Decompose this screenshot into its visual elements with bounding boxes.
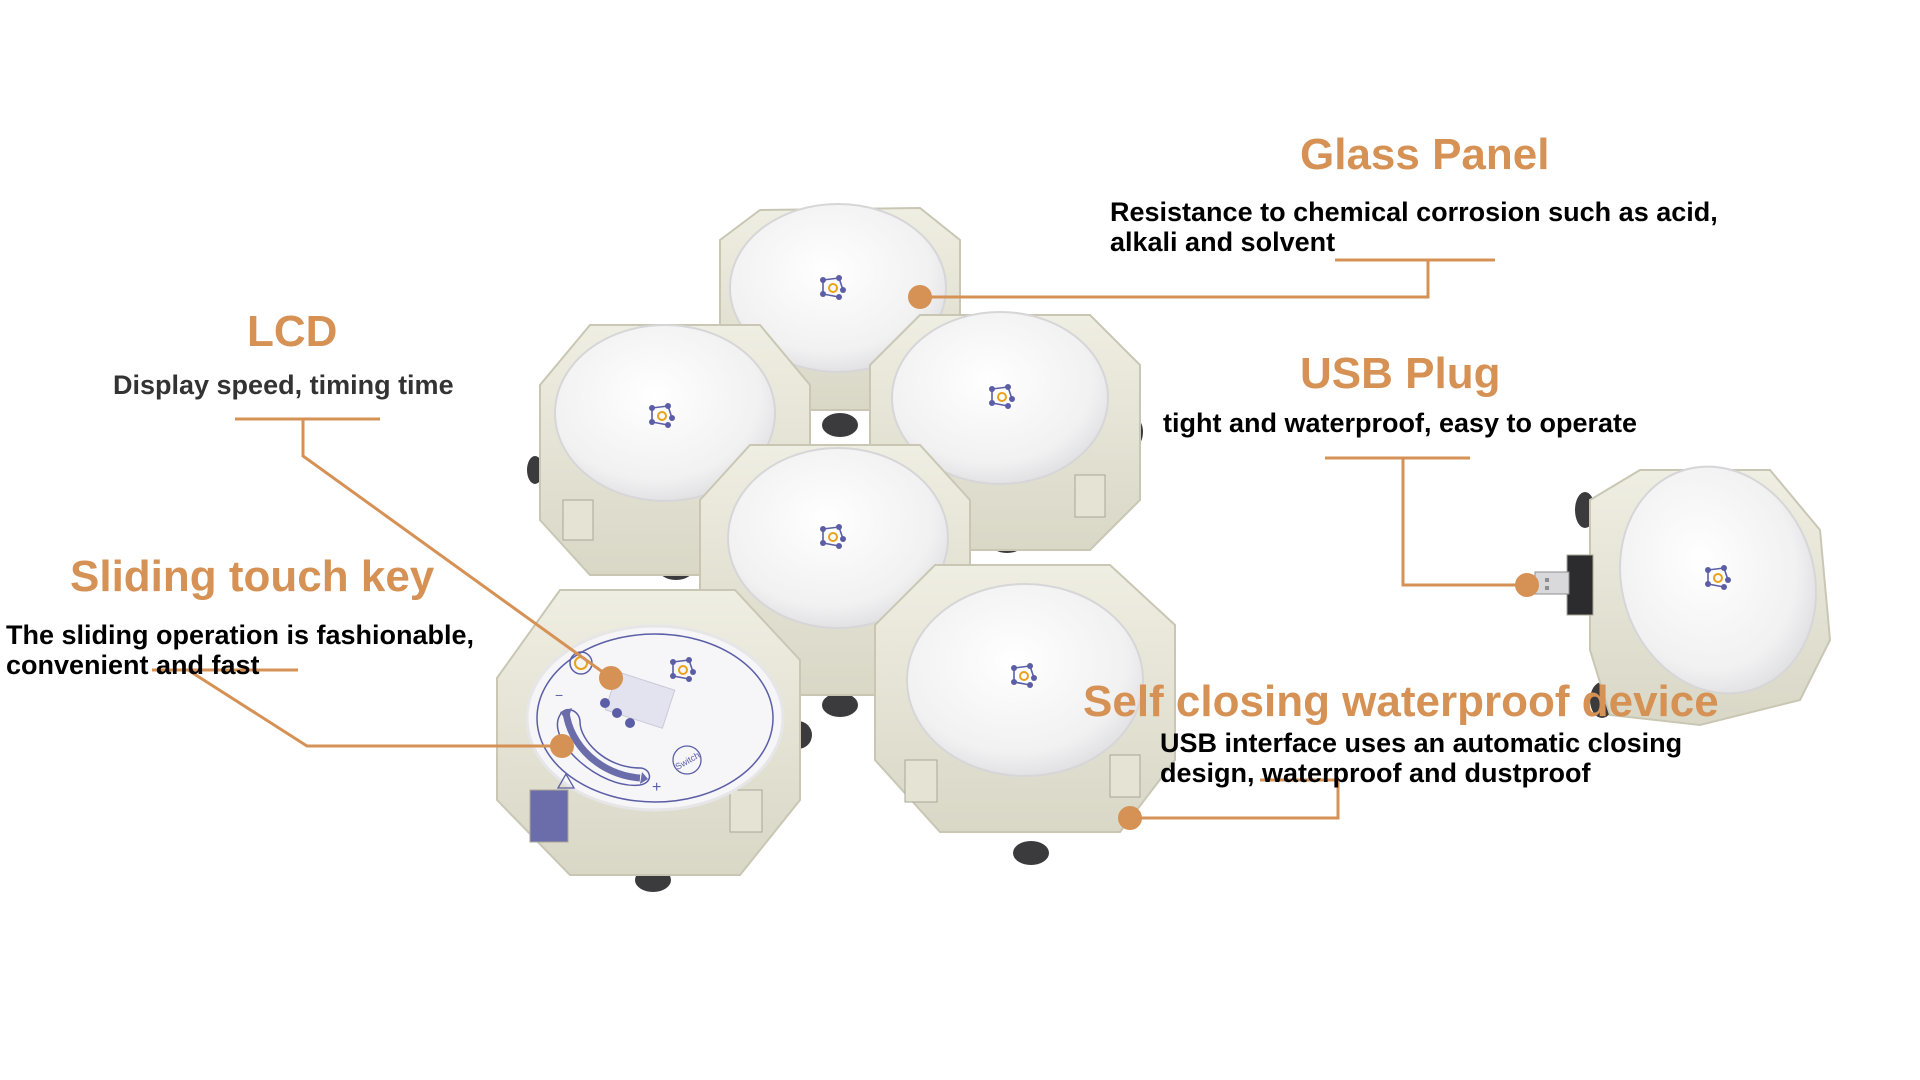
callout-title: LCD [247,307,338,356]
plus-label: + [652,779,661,796]
leader-usb [1401,458,1527,587]
leader-self-closing [1130,780,1340,820]
switch-button[interactable] [672,745,702,775]
control-panel-module: − + Switch [496,589,801,876]
leader-glass-panel [920,260,1430,299]
callout-dots [550,285,1539,830]
slider-arrow-icon [562,711,641,782]
callout-description-line: Display speed, timing time [113,370,454,400]
callout-description-line: USB interface uses an automatic closing [1160,728,1683,758]
leader-lines [152,258,1527,820]
callout-description-line: alkali and solvent [1110,227,1336,257]
stirrer-module-right [869,311,1141,551]
callout-description-line: Resistance to chemical corrosion such as… [1110,197,1718,227]
callout-description-line: tight and waterproof, easy to operate [1163,408,1638,438]
leader-lcd [301,419,612,680]
usb-plug-icon [1534,571,1570,595]
callout-title: Sliding touch key [70,552,435,601]
warning-icon [556,772,576,789]
stirrer-module-bottom-right [874,564,1176,833]
callout-description-line: The sliding operation is fashionable, [6,620,475,650]
slider-track[interactable] [556,708,651,786]
callout-title: Self closing waterproof device [1083,677,1719,726]
indicator-led [600,698,610,708]
indicator-led [625,718,635,728]
callout-description-line: convenient and fast [6,650,260,680]
callout-title: USB Plug [1300,349,1501,398]
leader-sliding [187,668,562,748]
callout-description-line: design, waterproof and dustproof [1160,758,1591,788]
usb-port [1566,554,1594,616]
lcd-display [604,671,676,729]
stirrer-module-with-usb [1534,465,1832,727]
callout-title: Glass Panel [1300,130,1550,179]
minus-label: − [555,687,563,703]
indicator-led [612,708,622,718]
